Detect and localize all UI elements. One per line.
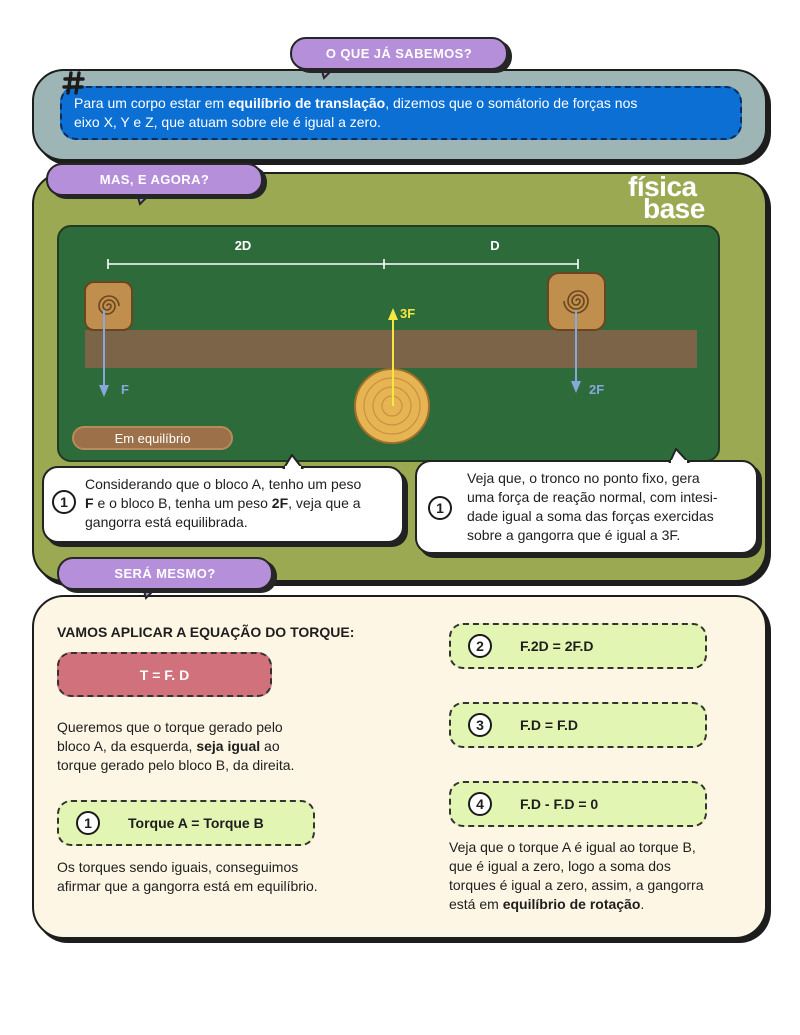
step-equation: F.D - F.D = 0 [520, 796, 599, 812]
bubble-right-line-4: sobre a gangorra que é igual a 3F. [467, 527, 681, 543]
equilibrium-status-badge: Em equilíbrio [72, 426, 233, 450]
text: ao [260, 738, 280, 754]
text: e o bloco B, tenha um peso [93, 495, 272, 511]
seesaw-diagram: 2D D [57, 225, 720, 462]
paragraph-line: Os torques sendo iguais, conseguimos [57, 859, 299, 875]
bubble-right-line-2: uma força de reação normal, com intesi- [467, 489, 718, 505]
equation-step-4: 4 F.D - F.D = 0 [449, 781, 707, 827]
text: , veja que a [288, 495, 361, 511]
bold-text: seja igual [196, 738, 261, 754]
bubble-left-line-1: Considerando que o bloco A, tenho um pes… [85, 476, 362, 492]
paragraph-line: torque gerado pelo bloco B, da direita. [57, 757, 295, 773]
bubble-right-text: Veja que, o tronco no ponto fixo, gera u… [467, 469, 718, 545]
equation-step-1: 1 Torque A = Torque B [57, 800, 315, 846]
text: está em [449, 896, 503, 912]
step-equation: F.D = F.D [520, 717, 578, 733]
force-b-label: 2F [589, 382, 604, 397]
step-equation: F.2D = 2F.D [520, 638, 594, 654]
bubble-left-line-3: gangorra está equilibrada. [85, 514, 248, 530]
tag-known: O QUE JÁ SABEMOS? [290, 37, 508, 70]
bold-text: 2F [271, 495, 289, 511]
bubble-left-text: Considerando que o bloco A, tenho um pes… [85, 475, 361, 532]
tag-really: SERÁ MESMO? [57, 557, 273, 590]
force-arrow-a [99, 310, 109, 397]
hashtag-icon [62, 71, 85, 95]
equation-step-2: 2 F.2D = 2F.D [449, 623, 707, 669]
torque-heading: VAMOS APLICAR A EQUAÇÃO DO TORQUE: [57, 624, 355, 640]
logo-line-1: física [628, 171, 697, 202]
logo-line-2: base [643, 193, 705, 224]
intro-box: Para um corpo estar em equilíbrio de tra… [60, 86, 742, 140]
torque-formula: T = F. D [57, 652, 272, 697]
text: bloco A, da esquerda, [57, 738, 197, 754]
bubble-right-line-1: Veja que, o tronco no ponto fixo, gera [467, 470, 700, 486]
tag-now: MAS, E AGORA? [46, 163, 263, 196]
step-number-badge: 2 [468, 634, 492, 658]
intro-text: Para um corpo estar em [74, 95, 229, 111]
torque-paragraph-2: Os torques sendo iguais, conseguimos afi… [57, 858, 318, 896]
torque-paragraph-3: Veja que o torque A é igual ao torque B,… [449, 838, 703, 914]
paragraph-line: que é igual a zero, logo a soma dos [449, 858, 671, 874]
equation-step-3: 3 F.D = F.D [449, 702, 707, 748]
bold-text: equilíbrio de rotação [502, 896, 641, 912]
bubble-tail-icon [668, 448, 690, 463]
step-number-badge: 1 [76, 811, 100, 835]
step-number-badge: 3 [468, 713, 492, 737]
seesaw-svg: 2D D [84, 238, 697, 444]
paragraph-line: bloco A, da esquerda, seja igual ao [57, 737, 294, 756]
dimension-label-left: 2D [235, 238, 252, 253]
bubble-tail-icon [282, 454, 304, 469]
seesaw-beam [85, 330, 697, 368]
brand-logo: física base [628, 173, 705, 224]
torque-paragraph-1: Queremos que o torque gerado pelo bloco … [57, 718, 294, 775]
paragraph-line: Queremos que o torque gerado pelo [57, 719, 283, 735]
intro-line-2: eixo X, Y e Z, que atuam sobre ele é igu… [74, 114, 381, 130]
intro-text: , dizemos que o somátorio de forças nos [385, 95, 638, 111]
intro-line-1: Para um corpo estar em equilíbrio de tra… [74, 94, 728, 113]
normal-force-arrow [388, 308, 398, 406]
explanation-bubble-left: 1 Considerando que o bloco A, tenho um p… [42, 466, 404, 543]
paragraph-line: está em equilíbrio de rotação. [449, 895, 703, 914]
step-number-badge: 1 [52, 490, 76, 514]
step-number-badge: 1 [428, 496, 452, 520]
force-arrow-b [571, 310, 581, 393]
intro-bold: equilíbrio de translação [228, 95, 386, 111]
paragraph-line: Veja que o torque A é igual ao torque B, [449, 839, 696, 855]
force-a-label: F [121, 382, 129, 397]
bold-text: F [85, 495, 94, 511]
normal-force-label: 3F [400, 306, 415, 321]
explanation-bubble-right: 1 Veja que, o tronco no ponto fixo, gera… [415, 460, 758, 554]
paragraph-line: torques é igual a zero, assim, a gangorr… [449, 877, 704, 893]
text: . [640, 896, 645, 912]
paragraph-line: afirmar que a gangorra está em equilíbri… [57, 878, 318, 894]
dimension-line [107, 259, 579, 269]
step-equation: Torque A = Torque B [128, 815, 264, 831]
dimension-label-right: D [490, 238, 499, 253]
bubble-left-line-2: F e o bloco B, tenha um peso 2F, veja qu… [85, 494, 361, 513]
step-number-badge: 4 [468, 792, 492, 816]
block-a-icon [84, 281, 133, 331]
bubble-right-line-3: dade igual a soma das forças exercidas [467, 508, 714, 524]
